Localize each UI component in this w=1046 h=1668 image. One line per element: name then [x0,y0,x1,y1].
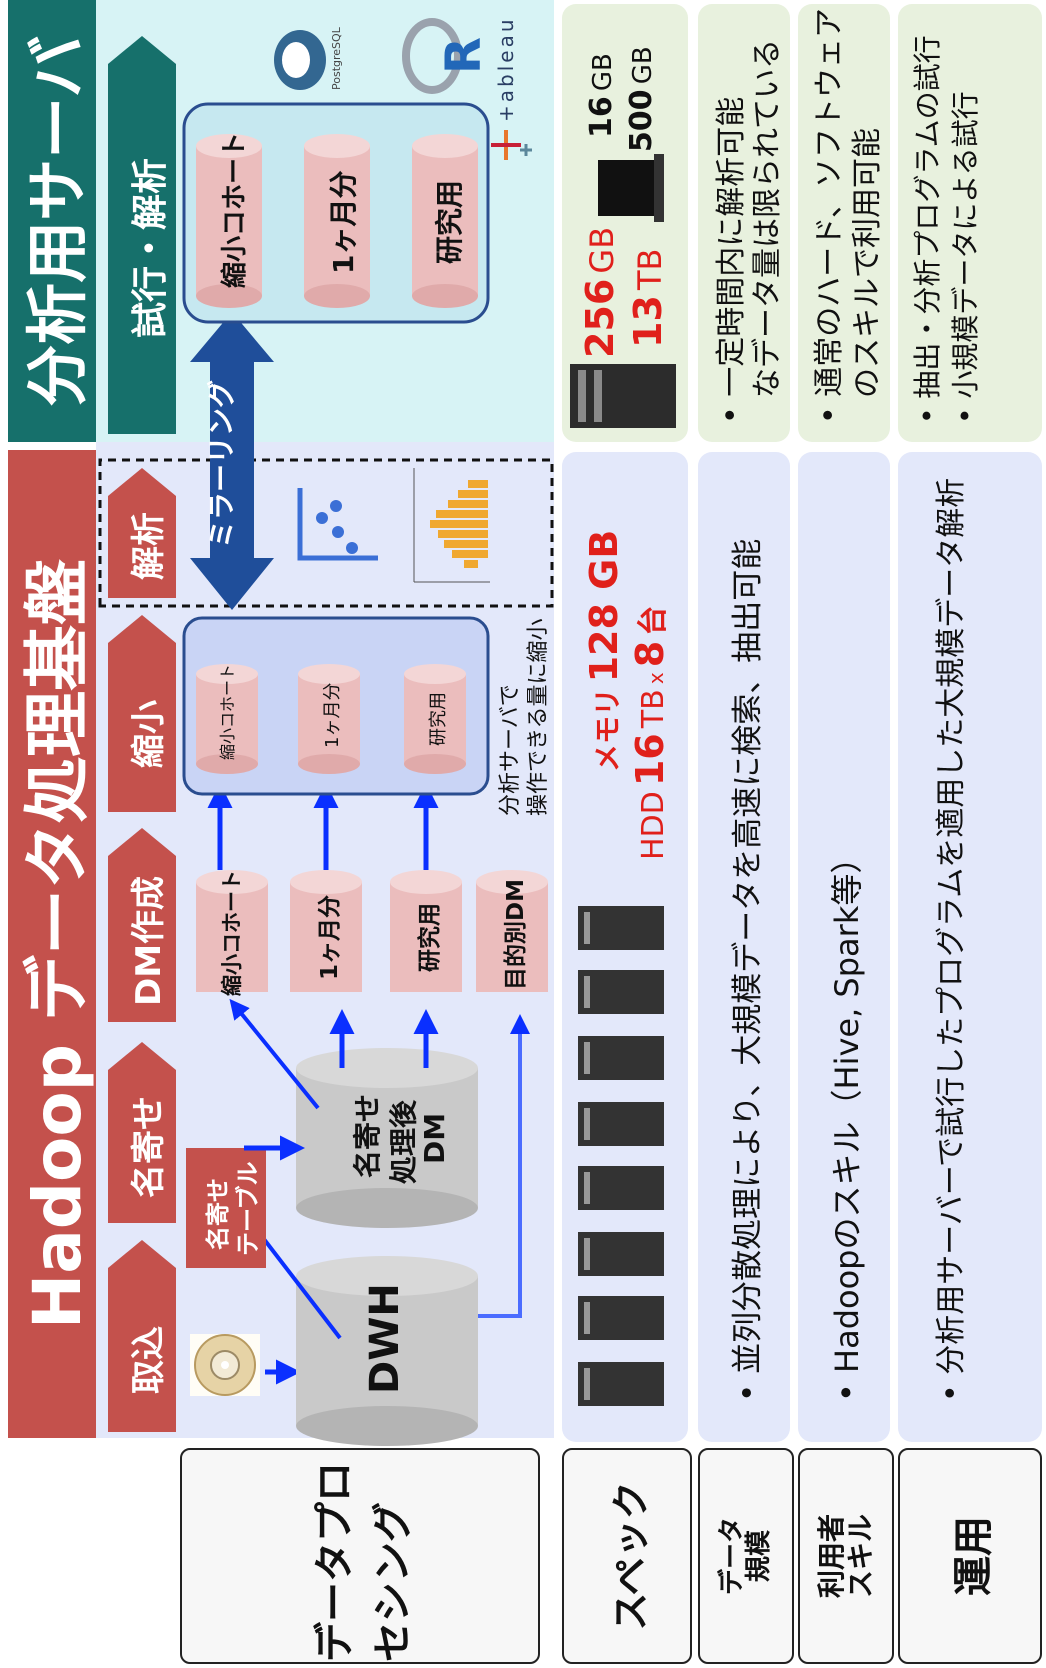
pc-memory-spec: 16 GB [584,53,619,138]
hadoop-memory-spec: メモリ 128 GB [582,530,626,772]
pc-memory-unit: GB [588,53,618,92]
row-label-data-scale: データ 規模 [698,1448,794,1664]
operation-hadoop-text: • 分析用サーバーで試行したプログラムを適用した大規模データ解析 [926,478,970,1402]
server-rack-icon [578,906,664,950]
tableau-logo [491,130,532,160]
pc-memory-value: 16 [584,96,619,138]
bullet: • [949,398,982,424]
times-sign: x [644,672,668,685]
memory-label: メモリ [591,687,624,772]
histogram-icon [413,468,490,583]
server-rack-icon [578,970,664,1014]
server-rack-icon [578,1102,664,1146]
row-label-data-scale-line2: 規模 [744,1530,774,1583]
pipeline-diagram [98,18,554,1446]
reduced-cylinders [196,664,466,774]
row-label-operation-text: 運用 [951,1516,997,1596]
node-count: 8 [628,640,672,668]
server-disk-value: 13 [626,295,670,348]
step-chevrons [108,36,176,1432]
server-cylinders [196,134,478,308]
row-label-skill-line1: 利用者 [814,1514,848,1599]
postgresql-logo [274,30,326,90]
server-rack-icon [578,1296,664,1340]
dwh-cylinder [296,1256,478,1446]
chevron-torikomi [108,1240,176,1432]
chevron-shikou [108,36,176,434]
server-rack-icon [570,364,676,428]
nayose-table-box [186,1148,266,1268]
operation-hadoop-value: 分析用サーバーで試行したプログラムを適用した大規模データ解析 [934,477,969,1375]
bullet: • [828,1372,866,1402]
server-memory-spec: 256 GB [578,227,622,358]
row-label-skill-line2: スキル [844,1514,877,1599]
server-memory-unit: GB [583,226,621,274]
operation-server-text-2: • 小規模データによる試行 [944,91,984,424]
data-scale-hadoop-text: • 並列分散処理により、大規模データを高速に検索、抽出可能 [722,539,767,1402]
node-unit: 台 [636,605,671,636]
hdd-value: 16 [628,733,672,787]
server-rack-icon [578,1166,664,1210]
row-label-data-scale-line1: データ [716,1517,747,1596]
chevron-nayose [108,1042,176,1223]
bullet: • [812,396,847,424]
pc-disk-unit: GB [628,46,658,85]
chevron-shukusho [108,615,176,812]
dm-cylinders [196,870,548,992]
row-label-skill: 利用者 スキル [798,1448,894,1664]
operation-server-line2: 小規模データによる試行 [949,91,982,399]
pc-disk-spec: 500 GB [624,46,659,152]
hdd-label: HDD [636,791,671,860]
arrow-dwh-to-mokuteki [478,1014,530,1318]
server-disk-spec: 13 TB [626,249,670,348]
skill-hadoop-text: • Hadoopのスキル（Hive, Spark等） [822,842,868,1402]
mirroring-arrow [190,312,274,610]
server-memory-value: 256 [578,278,622,358]
bullet: • [911,398,944,424]
chevron-dm [108,828,176,1022]
skill-server-text-2: のスキルで利用可能 [850,128,885,398]
row-label-operation: 運用 [898,1448,1042,1664]
processed-dm-cylinder [296,1048,478,1228]
hadoop-hdd-spec: HDD 16 TB x 8 台 [628,606,672,860]
disc-icon [190,1334,260,1396]
bullet: • [730,1373,766,1402]
operation-row-hadoop [898,452,1042,1442]
laptop-icon [598,154,664,222]
skill-hadoop-value: Hadoopのスキル（Hive, Spark等） [828,841,866,1373]
pc-disk-value: 500 [624,89,659,152]
r-logo [402,18,462,94]
bullet: • [714,396,749,424]
scatter-plot-icon [297,488,378,561]
server-rack-icons [570,154,676,1406]
data-scale-hadoop-value: 並列分散処理により、大規模データを高速に検索、抽出可能 [730,538,766,1374]
server-rack-icon [578,1036,664,1080]
server-disk-unit: TB [631,248,669,291]
memory-value: 128 GB [582,529,626,683]
server-rack-icon [578,1232,664,1276]
operation-server-line1: 抽出・分析プログラムの試行 [911,35,944,399]
operation-server-text-1: • 抽出・分析プログラムの試行 [906,35,946,424]
analysis-dashed-box [98,458,554,608]
hdd-unit: TB [636,689,671,729]
server-rack-icon [578,1362,664,1406]
arrow-processed-to-cohort [229,998,320,1110]
data-scale-server-text-2: なデータ量は限られている [750,38,785,398]
chevron-kaiseki [108,468,176,598]
bullet: • [934,1374,969,1402]
